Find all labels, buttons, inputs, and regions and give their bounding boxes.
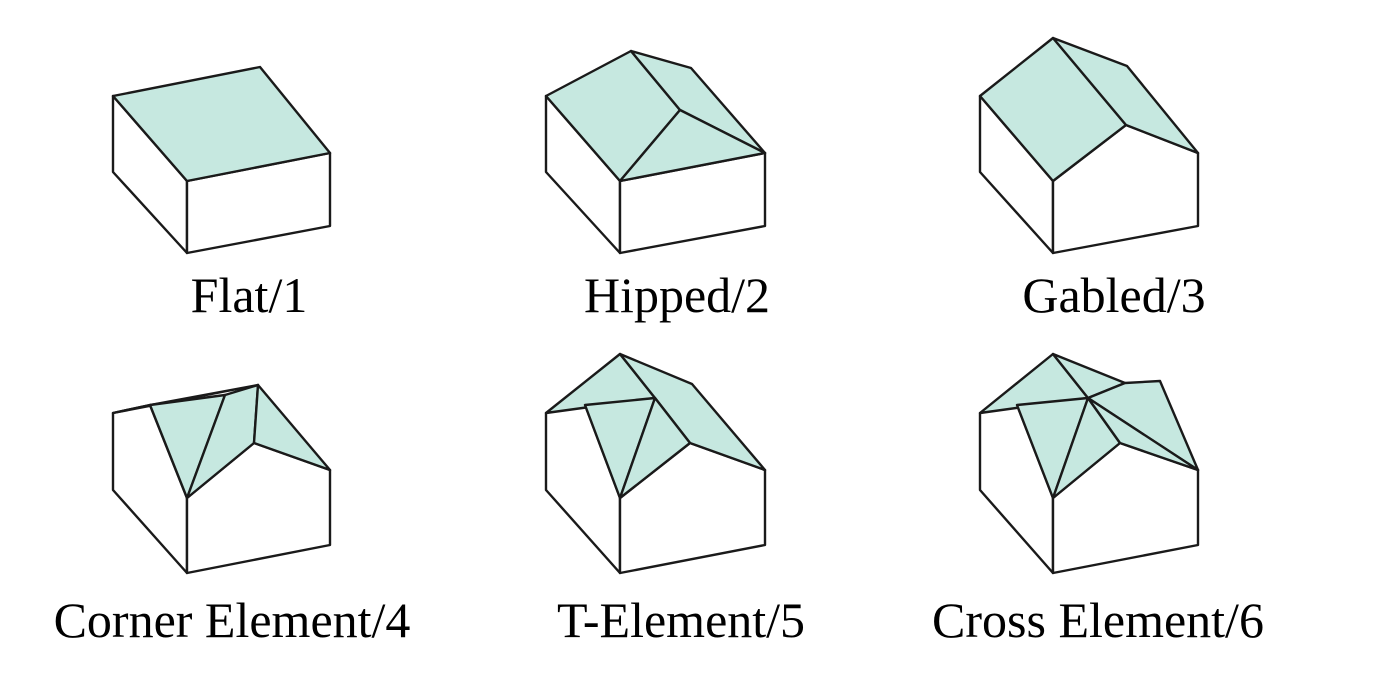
label-corner-element: Corner Element/4 xyxy=(53,592,411,648)
gabled-roof-right-plane xyxy=(1051,36,1200,155)
label-t-element: T-Element/5 xyxy=(556,592,806,648)
cross-roof-right-valley xyxy=(1086,396,1200,472)
label-flat: Flat/1 xyxy=(190,267,308,323)
hipped-roof-front-plane xyxy=(618,108,767,183)
label-hipped: Hipped/2 xyxy=(583,267,771,323)
building-corner-element xyxy=(111,383,332,575)
building-gabled xyxy=(978,36,1200,255)
building-t-element xyxy=(544,352,767,575)
building-hipped xyxy=(544,49,767,255)
label-gabled: Gabled/3 xyxy=(1022,267,1206,323)
t-roof-ridge-plane xyxy=(618,352,767,472)
flat-roof-plane xyxy=(111,65,332,183)
corner-roof-main-plane xyxy=(252,383,332,472)
t-roof-valley-right xyxy=(618,396,692,500)
building-cross-element xyxy=(978,352,1200,575)
label-cross-element: Cross Element/6 xyxy=(932,592,1264,648)
building-flat xyxy=(111,65,332,255)
